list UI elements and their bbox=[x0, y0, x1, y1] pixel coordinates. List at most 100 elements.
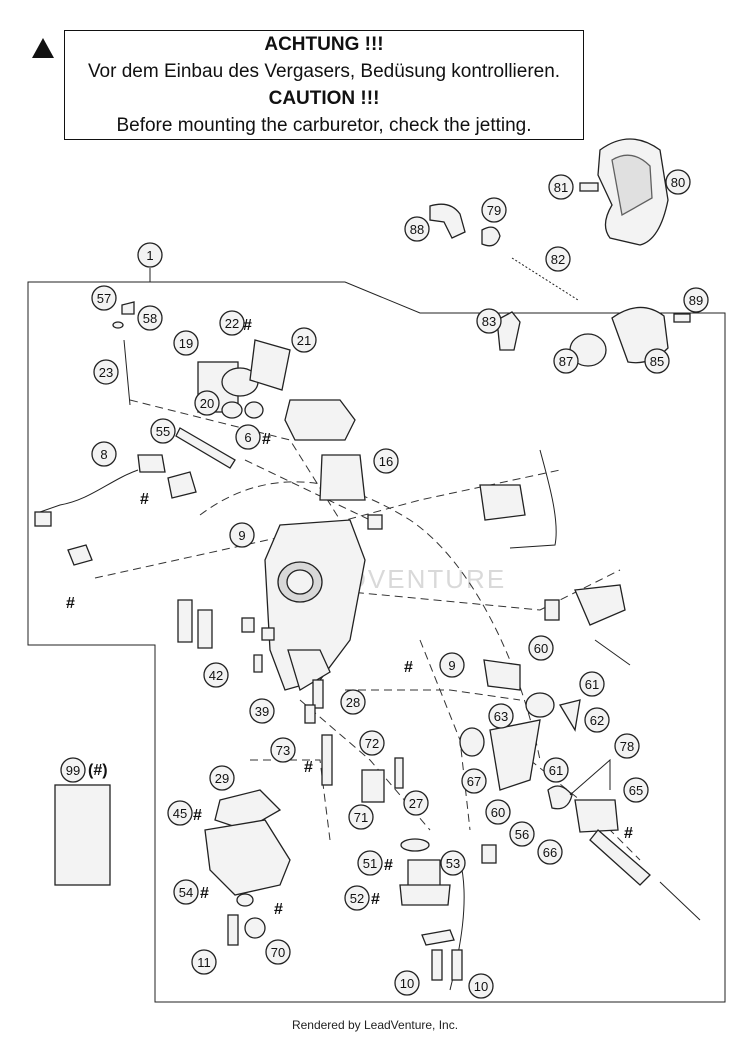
float bbox=[361, 769, 385, 803]
callout-60: 60 bbox=[528, 635, 554, 661]
choke-plunger bbox=[479, 484, 526, 521]
svg-text:#: # bbox=[262, 431, 271, 448]
callout-16: 16 bbox=[373, 448, 399, 474]
svg-text:8: 8 bbox=[100, 447, 107, 462]
svg-text:16: 16 bbox=[379, 454, 393, 469]
svg-text:42: 42 bbox=[209, 668, 223, 683]
assembly-boundary bbox=[27, 281, 726, 1003]
sensor-cable bbox=[39, 469, 139, 513]
svg-text:73: 73 bbox=[276, 743, 290, 758]
throttle-sensor bbox=[137, 454, 166, 473]
callout-53: 53 bbox=[440, 850, 466, 876]
caution-box: ACHTUNG !!! Vor dem Einbau des Vergasers… bbox=[64, 30, 584, 140]
callout-27: 27 bbox=[403, 790, 429, 816]
svg-text:88: 88 bbox=[410, 222, 424, 237]
svg-text:66: 66 bbox=[543, 845, 557, 860]
svg-text:10: 10 bbox=[474, 979, 488, 994]
svg-text:#: # bbox=[140, 491, 149, 508]
callout-9b: 9 bbox=[439, 652, 465, 678]
svg-text:28: 28 bbox=[346, 695, 360, 710]
callout-87: 87 bbox=[553, 348, 579, 374]
svg-text:85: 85 bbox=[650, 354, 664, 369]
svg-text:#: # bbox=[624, 825, 633, 842]
callout-57: 57 bbox=[91, 285, 117, 311]
callout-54: 54 bbox=[173, 879, 199, 905]
needle bbox=[123, 339, 131, 406]
svg-text:#: # bbox=[66, 595, 75, 612]
svg-text:60: 60 bbox=[534, 641, 548, 656]
svg-text:72: 72 bbox=[365, 736, 379, 751]
hash-marks: # # # # # # # # # # # # (#) bbox=[66, 317, 633, 918]
svg-text:11: 11 bbox=[197, 955, 211, 970]
cover-bolt bbox=[579, 182, 599, 192]
callout-65: 65 bbox=[623, 777, 649, 803]
callout-8: 8 bbox=[91, 441, 117, 467]
callout-51: 51 bbox=[357, 850, 383, 876]
carburetor-cover bbox=[284, 399, 356, 441]
bowl-cover bbox=[319, 454, 366, 501]
callout-11: 11 bbox=[191, 949, 217, 975]
callout-23: 23 bbox=[93, 359, 119, 385]
svg-text:63: 63 bbox=[494, 709, 508, 724]
callout-63: 63 bbox=[488, 703, 514, 729]
label-sheet bbox=[54, 784, 111, 886]
callout-99: 99 bbox=[60, 757, 86, 783]
svg-text:9: 9 bbox=[448, 658, 455, 673]
caution-text-de: Vor dem Einbau des Vergasers, Bedüsung k… bbox=[87, 61, 561, 82]
cover-plate bbox=[249, 339, 291, 391]
callout-85: 85 bbox=[644, 348, 670, 374]
callout-55: 55 bbox=[150, 418, 176, 444]
svg-text:20: 20 bbox=[200, 396, 214, 411]
svg-text:62: 62 bbox=[590, 713, 604, 728]
svg-text:45: 45 bbox=[173, 806, 187, 821]
callout-61b: 61 bbox=[543, 757, 569, 783]
svg-text:89: 89 bbox=[689, 293, 703, 308]
callout-52: 52 bbox=[344, 885, 370, 911]
svg-text:1: 1 bbox=[146, 248, 153, 263]
callout-61: 61 bbox=[579, 671, 605, 697]
svg-text:54: 54 bbox=[179, 885, 193, 900]
callout-20: 20 bbox=[194, 390, 220, 416]
caution-title-de: ACHTUNG !!! bbox=[264, 34, 384, 55]
svg-text:65: 65 bbox=[629, 783, 643, 798]
drain-hose bbox=[227, 914, 239, 946]
hose-clamp bbox=[481, 226, 501, 247]
throttle-lever bbox=[489, 719, 541, 791]
callout-6: 6 bbox=[235, 424, 261, 450]
svg-text:22: 22 bbox=[225, 316, 239, 331]
callout-22: 22 bbox=[219, 310, 245, 336]
svg-text:23: 23 bbox=[99, 365, 113, 380]
svg-text:(#): (#) bbox=[88, 762, 108, 779]
callout-58: 58 bbox=[137, 305, 163, 331]
svg-text:87: 87 bbox=[559, 354, 573, 369]
warning-triangle-icon bbox=[32, 38, 54, 58]
callout-78: 78 bbox=[614, 733, 640, 759]
svg-text:57: 57 bbox=[97, 291, 111, 306]
svg-text:99: 99 bbox=[66, 763, 80, 778]
throttle-drum bbox=[483, 659, 521, 691]
svg-text:70: 70 bbox=[271, 945, 285, 960]
callout-56: 56 bbox=[509, 821, 535, 847]
vent-hose bbox=[429, 203, 466, 239]
connector bbox=[34, 511, 52, 527]
callout-19: 19 bbox=[173, 330, 199, 356]
callout-80: 80 bbox=[665, 169, 691, 195]
svg-text:10: 10 bbox=[400, 976, 414, 991]
callout-10b: 10 bbox=[468, 973, 494, 999]
throttle-cam bbox=[574, 799, 619, 833]
svg-text:51: 51 bbox=[363, 856, 377, 871]
slide-plunger bbox=[175, 427, 236, 469]
callout-88: 88 bbox=[404, 216, 430, 242]
callout-29: 29 bbox=[209, 765, 235, 791]
svg-text:29: 29 bbox=[215, 771, 229, 786]
svg-text:78: 78 bbox=[620, 739, 634, 754]
svg-text:#: # bbox=[193, 807, 202, 824]
svg-text:60: 60 bbox=[491, 805, 505, 820]
callout-70: 70 bbox=[265, 939, 291, 965]
svg-text:#: # bbox=[274, 901, 283, 918]
footer-credit: Rendered by LeadVenture, Inc. bbox=[291, 1018, 459, 1032]
svg-text:71: 71 bbox=[354, 810, 368, 825]
callout-89: 89 bbox=[683, 287, 709, 313]
